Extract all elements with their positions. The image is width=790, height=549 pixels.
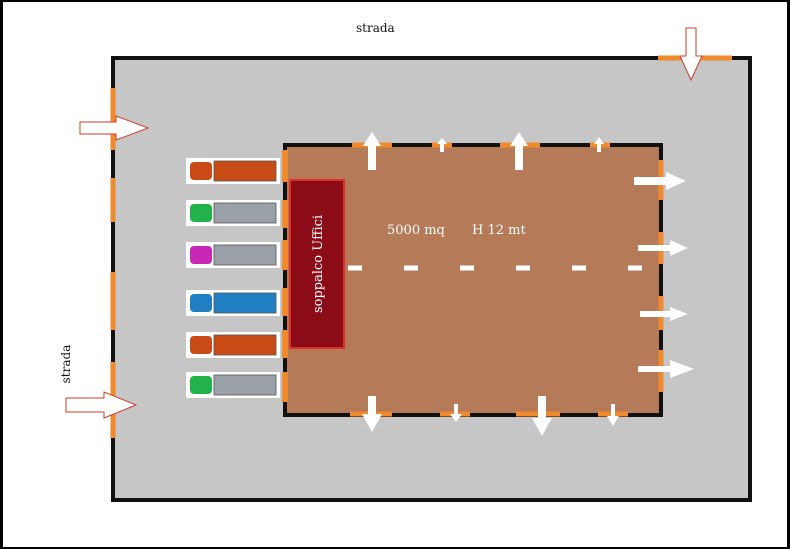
height-label: H 12 mt (472, 223, 526, 238)
entry-arrow-left-upper (79, 115, 150, 141)
street-label-top: strada (356, 21, 395, 35)
offices-label: soppalco Uffici (311, 215, 326, 313)
truck-icon (186, 158, 280, 184)
entry-arrow-left-lower (65, 391, 138, 419)
street-label-left: strada (59, 345, 73, 384)
truck-icon (186, 200, 280, 226)
truck-icon (186, 332, 280, 358)
site-plan-canvas: soppalco Uffici 5000 mq H 12 mt strada s… (3, 2, 787, 547)
truck-icon (186, 290, 280, 316)
warehouse (283, 143, 663, 417)
truck-icon (186, 372, 280, 398)
vehicles (186, 158, 280, 398)
entry-arrow-top-right (679, 27, 703, 82)
arrows-right (634, 172, 694, 378)
area-label: 5000 mq (387, 223, 445, 238)
arrows-top (363, 132, 604, 170)
truck-icon (186, 242, 280, 268)
arrows-bottom (362, 396, 619, 436)
offices-mezzanine (289, 179, 345, 349)
